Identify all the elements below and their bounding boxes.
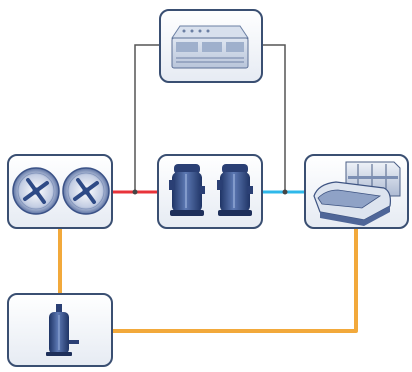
control-wire-left	[134, 44, 160, 193]
condenser-fans-icon	[12, 167, 110, 215]
display-cases-box	[304, 154, 409, 229]
connections	[58, 44, 358, 333]
refrigerated-display-case-icon	[313, 161, 401, 226]
receiver-box	[7, 293, 113, 367]
controller-box	[159, 9, 263, 83]
receiver-tank-icon	[46, 304, 79, 356]
controller-icon	[171, 25, 249, 69]
condenser-box	[7, 154, 113, 229]
liquid-line-receiver-cases	[112, 226, 358, 333]
junction-dot	[132, 189, 138, 195]
compressor-rack-box	[157, 154, 263, 229]
control-wire-right	[262, 44, 305, 193]
compressor-rack-icon	[169, 164, 253, 216]
junction-dot	[282, 189, 288, 195]
